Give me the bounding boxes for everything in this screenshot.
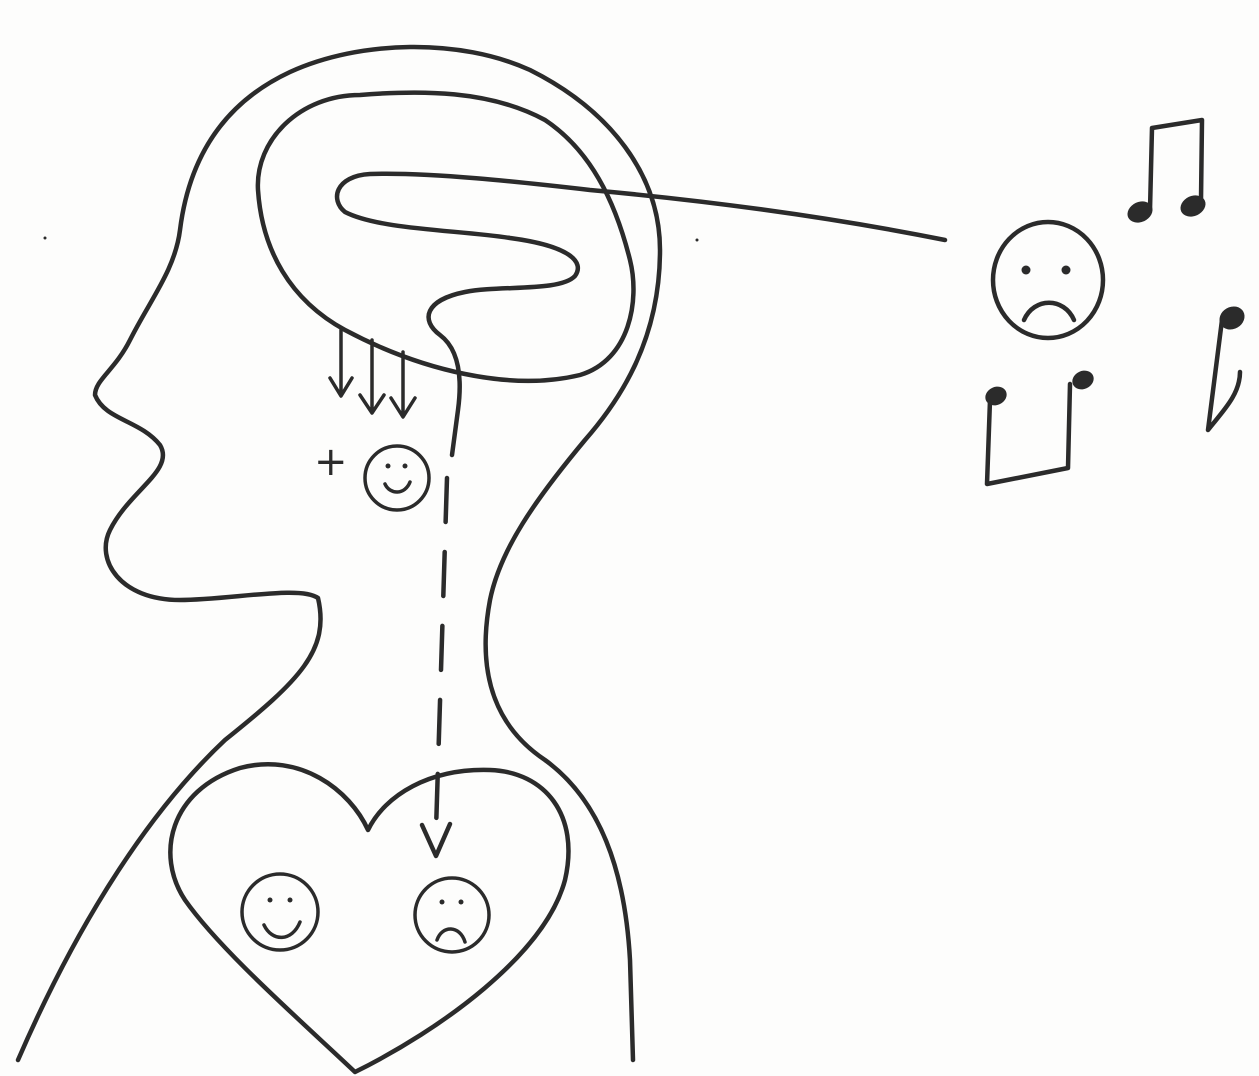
sad-face-icon bbox=[415, 878, 489, 952]
arrow-down-icon bbox=[391, 352, 415, 417]
happy-face-icon bbox=[365, 446, 429, 510]
sad-face-icon bbox=[993, 222, 1103, 338]
scan-speck bbox=[44, 237, 47, 240]
music-note-icon bbox=[1124, 120, 1209, 227]
heart-icon bbox=[170, 764, 568, 1072]
brain-arrows bbox=[330, 330, 415, 417]
music-note-icon bbox=[982, 367, 1097, 484]
music-note-icon bbox=[1208, 302, 1249, 430]
happy-face-icon bbox=[242, 874, 318, 950]
plus-sign: + bbox=[314, 442, 348, 482]
brain-pathway bbox=[337, 174, 945, 455]
arrow-down-icon bbox=[360, 340, 384, 413]
arrow-down-icon bbox=[422, 824, 450, 856]
scan-speck bbox=[696, 239, 699, 242]
arrow-down-icon bbox=[330, 330, 352, 396]
